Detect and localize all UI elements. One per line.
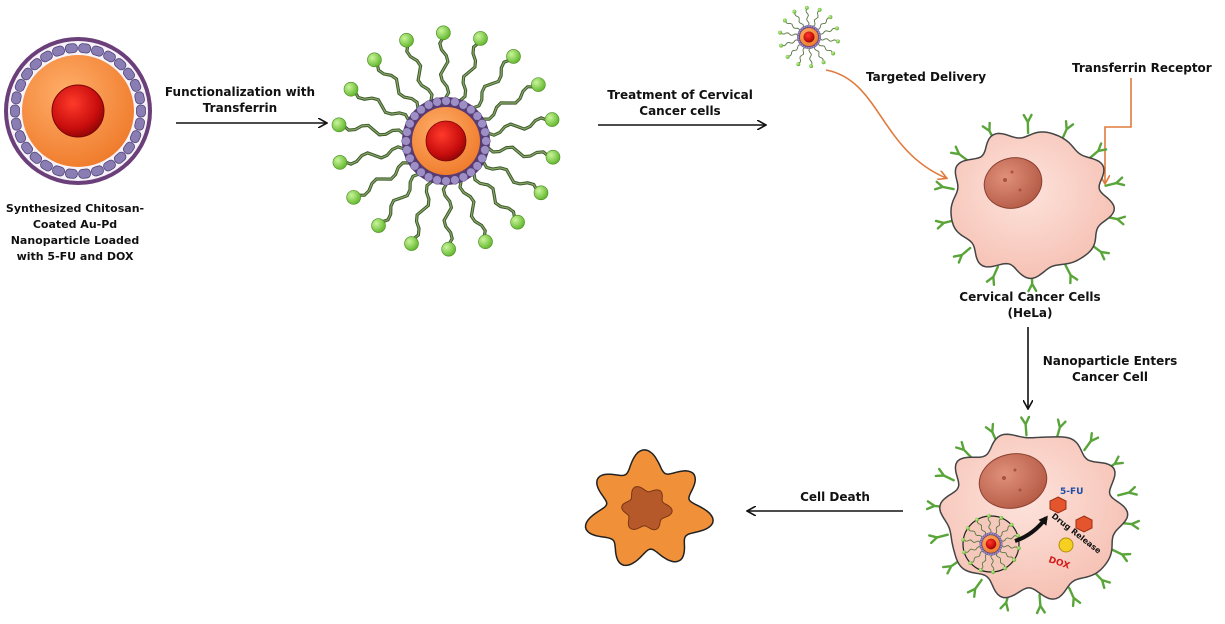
- transferrin-nanoparticle-icon: [331, 25, 561, 257]
- label-line: Coated Au-Pd: [32, 218, 118, 231]
- label-line: Functionalization with: [164, 85, 316, 99]
- label-cervical-cancer-cells: Cervical Cancer Cells (HeLa): [950, 289, 1110, 321]
- dox-molecule-icon: [1058, 537, 1074, 553]
- chitosan-bead-ring: [10, 43, 146, 179]
- label-line: (HeLa): [1007, 306, 1053, 320]
- arrow-targeted-delivery: [825, 69, 946, 178]
- arrow-transferrin-receptor: [1105, 78, 1132, 183]
- label-line: Cell Death: [800, 490, 870, 504]
- label-line: Transferrin Receptor: [1072, 61, 1212, 75]
- 5-fu-molecule-icon: [1075, 515, 1093, 533]
- cervical-cancer-cell-icon: [933, 113, 1127, 293]
- cancer-cell-drug-release-icon: 5-FU Drug Release DOX: [925, 415, 1141, 615]
- label-line: Treatment of Cervical: [607, 88, 753, 102]
- fu-label: 5-FU: [1060, 487, 1083, 497]
- label-line: Synthesized Chitosan-: [5, 202, 145, 215]
- label-treatment: Treatment of Cervical Cancer cells: [590, 87, 770, 119]
- 5-fu-molecule-icon: [1049, 496, 1067, 514]
- label-targeted-delivery: Targeted Delivery: [866, 69, 1016, 85]
- label-line: Cancer Cell: [1072, 370, 1148, 384]
- label-line: Nanoparticle Enters: [1042, 354, 1178, 368]
- label-line: with 5-FU and DOX: [16, 250, 134, 263]
- drug-release-arrow: [1014, 515, 1048, 543]
- cell-nucleus: [983, 157, 1043, 209]
- label-line: Nanoparticle Loaded: [10, 234, 140, 247]
- internalized-nanoparticle-icon: [961, 514, 1021, 574]
- label-functionalization: Functionalization with Transferrin: [150, 84, 330, 116]
- label-line: Targeted Delivery: [866, 70, 987, 84]
- dead-cell-icon: [584, 449, 714, 567]
- label-transferrin-receptor: Transferrin Receptor: [1072, 60, 1222, 76]
- label-synthesized-nanoparticle: Synthesized Chitosan- Coated Au-Pd Nanop…: [0, 201, 150, 265]
- chitosan-nanoparticle-icon: [4, 37, 152, 185]
- label-line: Cancer cells: [639, 104, 721, 118]
- small-nanoparticle-icon: [778, 5, 840, 69]
- transferrin-receptors: [925, 415, 1141, 615]
- cell-nucleus: [978, 453, 1048, 509]
- label-line: Transferrin: [202, 101, 278, 115]
- label-line: Cervical Cancer Cells: [959, 290, 1101, 304]
- label-cell-death: Cell Death: [775, 489, 895, 505]
- label-nanoparticle-enters: Nanoparticle Enters Cancer Cell: [1035, 353, 1185, 385]
